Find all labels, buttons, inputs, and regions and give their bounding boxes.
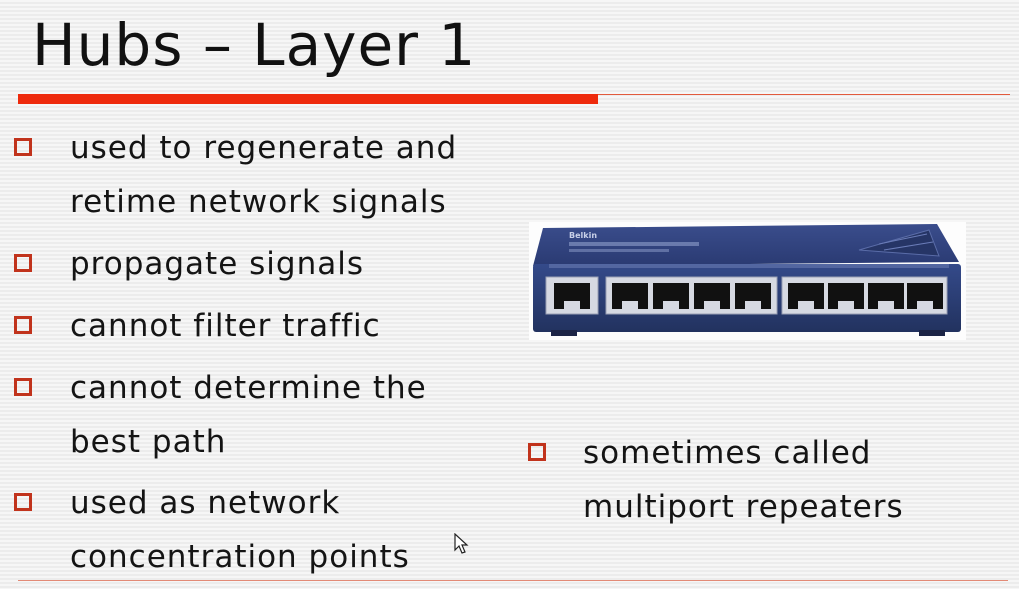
network-hub-image: Belkin [529,222,966,340]
bullet-square-icon [14,493,32,511]
bullet-square-icon [14,378,32,396]
hub-logo-text: Belkin [569,231,597,240]
title-underline-thin [598,94,1010,95]
bullet-text: cannot filter traffic [70,308,381,344]
mouse-pointer-icon [454,532,470,559]
bullet-text: used as network [70,485,341,521]
bullet-text: best path [70,424,227,460]
bullet-square-icon [14,138,32,156]
bullet-text: multiport repeaters [583,489,904,525]
bullet-square-icon [14,254,32,272]
bullet-text: propagate signals [70,246,364,282]
bullet-text: retime network signals [70,184,447,220]
slide-bottom-rule [18,580,1008,581]
bullet-text: sometimes called [583,435,872,471]
bullet-text: cannot determine the [70,370,427,406]
bullet-text: used to regenerate and [70,130,458,166]
bullet-square-icon [528,443,546,461]
bullet-text: concentration points [70,539,410,575]
title-underline-thick [18,94,598,104]
slide-title: Hubs – Layer 1 [32,11,477,79]
bullet-square-icon [14,316,32,334]
